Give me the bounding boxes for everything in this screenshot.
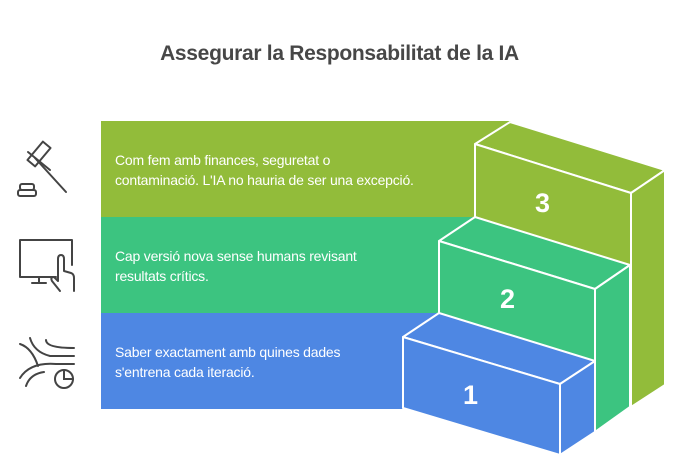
monitor-touch-icon xyxy=(19,239,75,292)
step-2-text-line2: resultats crítics. xyxy=(115,268,209,284)
step-1-text: Saber exactament amb quines dades s'entr… xyxy=(115,342,341,382)
step-2-text: Cap versió nova sense humans revisant re… xyxy=(115,246,357,286)
step-1-side xyxy=(559,360,596,456)
gavel-icon xyxy=(17,140,67,197)
page-title: Assegurar la Responsabilitat de la IA xyxy=(160,42,519,65)
band-step-3 xyxy=(101,121,511,217)
step-3-number: 3 xyxy=(535,188,551,218)
data-chart-icon xyxy=(19,337,75,389)
step-1-text-line2: s'entrena cada iteració. xyxy=(115,364,255,380)
step-3-text-line1: Com fem amb finances, seguretat o xyxy=(115,152,331,168)
step-1-number: 1 xyxy=(463,380,479,410)
step-2-number: 2 xyxy=(500,284,516,314)
step-3-side xyxy=(630,169,666,408)
step-3-text-line2: contaminació. L'IA no hauria de ser una … xyxy=(115,172,414,188)
step-1-text-line1: Saber exactament amb quines dades xyxy=(115,344,341,360)
step-2-text-line1: Cap versió nova sense humans revisant xyxy=(115,248,357,264)
band-step-1 xyxy=(101,313,439,409)
band-step-2 xyxy=(101,217,475,313)
step-2-side xyxy=(594,264,631,433)
step-3-text: Com fem amb finances, seguretat o contam… xyxy=(115,150,414,190)
